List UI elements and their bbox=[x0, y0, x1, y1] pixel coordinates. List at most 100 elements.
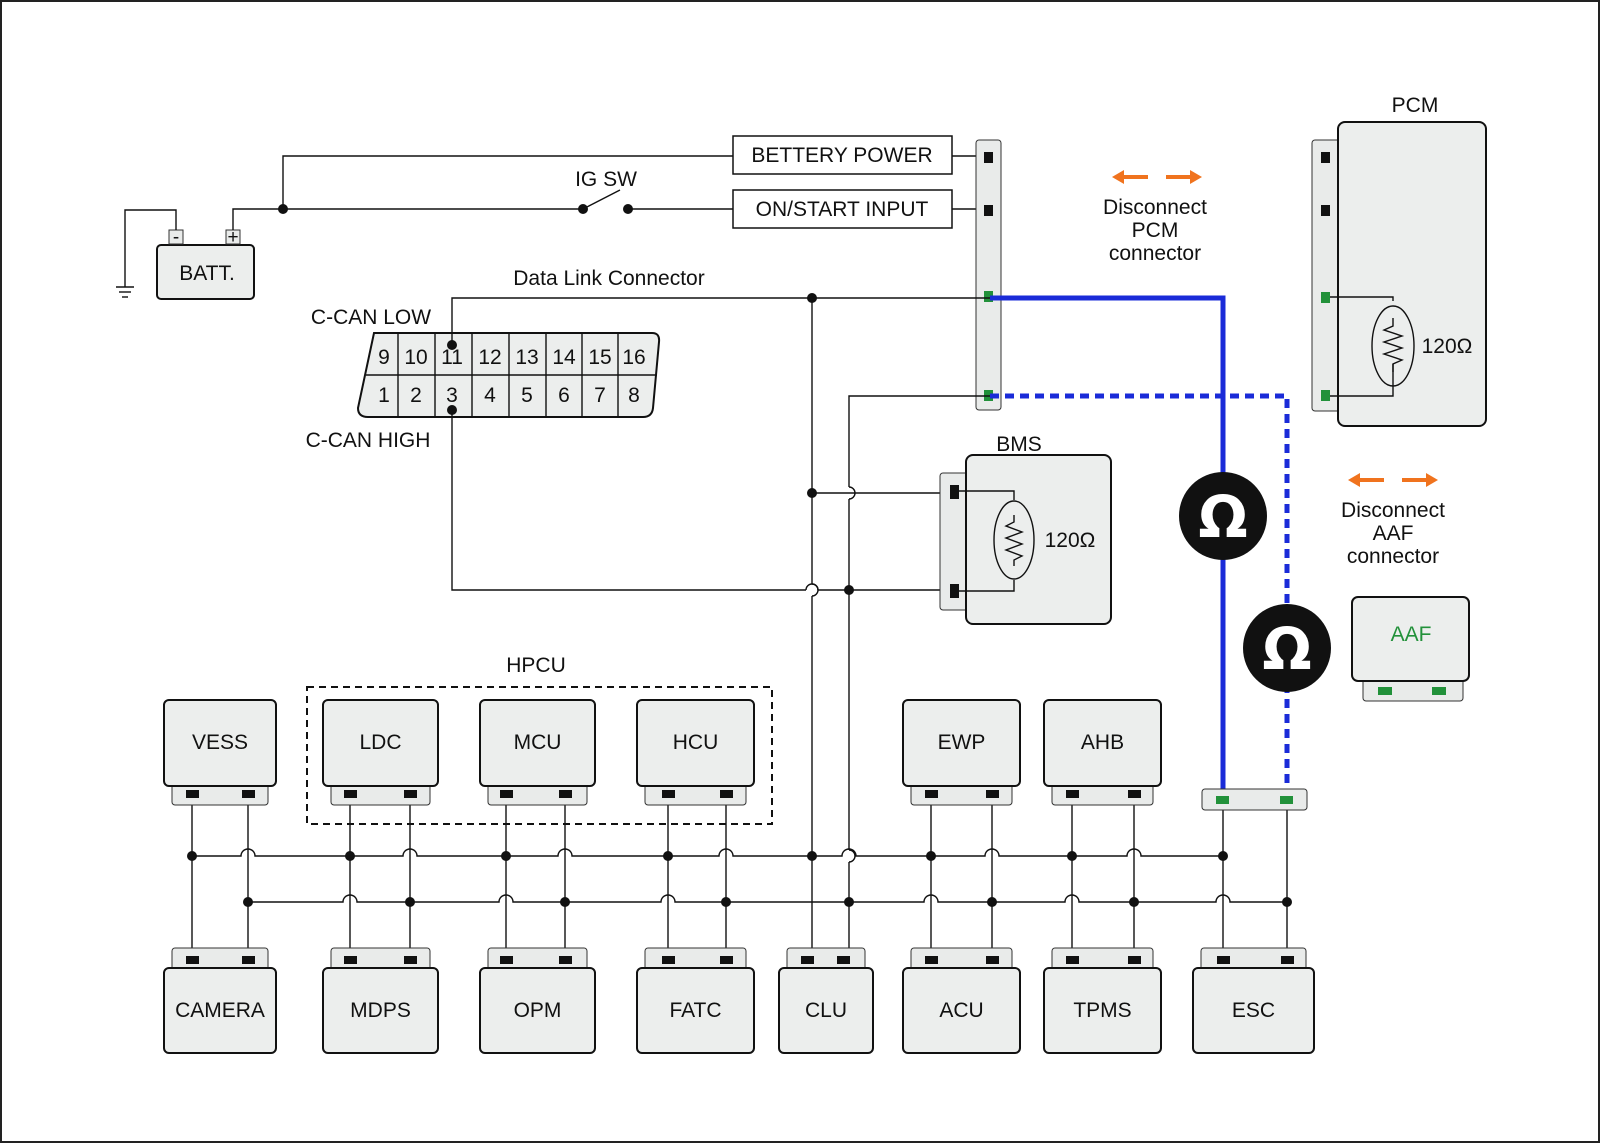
connector-pin bbox=[720, 956, 733, 964]
connector-pin bbox=[1321, 390, 1330, 401]
module-body bbox=[902, 699, 1021, 787]
module-label: ESC bbox=[1232, 999, 1275, 1022]
dlc-pin-5: 5 bbox=[521, 384, 533, 407]
ohmmeter-icon: Ω bbox=[1179, 472, 1267, 560]
module-mdps: MDPS bbox=[322, 947, 439, 1054]
connector-pin bbox=[500, 956, 513, 964]
dlc-pin-1: 1 bbox=[378, 384, 390, 407]
connector-pin bbox=[950, 584, 959, 598]
dlc-pin-13: 13 bbox=[515, 346, 538, 369]
connector-pin bbox=[404, 790, 417, 798]
dlc-pin-11: 11 bbox=[441, 346, 463, 369]
dlc-pin-8: 8 bbox=[628, 384, 640, 407]
pcm-resistor-value: 120Ω bbox=[1422, 335, 1473, 358]
connector-pin bbox=[242, 956, 255, 964]
c-can-low-label: C-CAN LOW bbox=[311, 306, 431, 329]
junction-dot bbox=[1282, 897, 1292, 907]
can-low-measurement-line bbox=[990, 393, 1290, 800]
connector-pin bbox=[1280, 796, 1293, 804]
ground-icon bbox=[116, 209, 177, 298]
junction-dot bbox=[844, 585, 854, 595]
power-section: BATT. - + IG SW BETTERY POWER ON/STA bbox=[116, 135, 985, 300]
module-mcu: MCU bbox=[479, 699, 596, 806]
module-label: VESS bbox=[192, 731, 248, 754]
connector-pin bbox=[984, 152, 993, 163]
c-can-high-label: C-CAN HIGH bbox=[306, 429, 431, 452]
dlc-pin-7: 7 bbox=[594, 384, 606, 407]
dlc-pin-3-dot bbox=[447, 405, 457, 415]
bms-resistor-value: 120Ω bbox=[1045, 529, 1096, 552]
connector-pin bbox=[801, 956, 814, 964]
dlc-pin-12: 12 bbox=[478, 346, 501, 369]
module-label: FATC bbox=[669, 999, 721, 1022]
hpcu-group-box bbox=[306, 686, 773, 825]
connector-pin bbox=[984, 205, 993, 216]
switch-icon bbox=[578, 189, 733, 214]
junction-dot bbox=[1129, 897, 1139, 907]
connector-pin bbox=[720, 790, 733, 798]
ig-sw-label: IG SW bbox=[575, 168, 637, 191]
dlc-pin-10: 10 bbox=[404, 346, 427, 369]
module-body bbox=[636, 699, 755, 787]
module-body bbox=[902, 967, 1021, 1054]
connector-pin bbox=[1432, 687, 1446, 695]
connector-pin bbox=[1216, 796, 1229, 804]
junction-dot bbox=[187, 851, 197, 861]
backbone-vertical-2 bbox=[848, 395, 990, 487]
connector-pin bbox=[986, 790, 999, 798]
junction-dot bbox=[560, 897, 570, 907]
can-bus-lines bbox=[187, 805, 1292, 948]
dlc-pin-3: 3 bbox=[446, 384, 458, 407]
connector-pin bbox=[344, 956, 357, 964]
disconnect-pcm-line1: Disconnect bbox=[1103, 196, 1207, 219]
module-label: CAMERA bbox=[175, 999, 265, 1022]
wire-crossover bbox=[811, 583, 819, 597]
disconnect-aaf-line3: connector bbox=[1347, 545, 1439, 568]
connector-pin bbox=[1378, 687, 1392, 695]
connector-pin bbox=[242, 790, 255, 798]
module-acu: ACU bbox=[902, 947, 1021, 1054]
connector-pin bbox=[559, 956, 572, 964]
junction-dot bbox=[663, 851, 673, 861]
double-arrow-icon bbox=[1348, 473, 1438, 487]
module-body bbox=[1043, 699, 1162, 787]
measurement-path bbox=[990, 295, 1290, 800]
connector-pin bbox=[662, 956, 675, 964]
module-esc: ESC bbox=[1192, 947, 1315, 1054]
pcm-connector bbox=[1311, 139, 1341, 412]
ohmmeter-icon: Ω bbox=[1243, 604, 1331, 692]
can-low-bus bbox=[248, 894, 1287, 903]
can-high-measurement-line bbox=[990, 295, 1226, 800]
module-connector bbox=[786, 947, 866, 971]
battery-label: BATT. bbox=[179, 262, 235, 285]
junction-dot bbox=[345, 851, 355, 861]
double-arrow-icon bbox=[1112, 170, 1202, 184]
connector-pin bbox=[1066, 956, 1079, 964]
module-label: MCU bbox=[514, 731, 562, 754]
bus-wiring bbox=[187, 293, 1292, 958]
pcm-body bbox=[1337, 121, 1487, 427]
disconnect-aaf-line1: Disconnect bbox=[1341, 499, 1445, 522]
battery-power-wire bbox=[282, 155, 733, 209]
connector-pin bbox=[186, 790, 199, 798]
connector-pin bbox=[1281, 956, 1294, 964]
junction-dot bbox=[926, 851, 936, 861]
aaf-body bbox=[1351, 596, 1470, 682]
connector-pin bbox=[837, 956, 850, 964]
connector-pin bbox=[1128, 790, 1141, 798]
junction-dot bbox=[721, 897, 731, 907]
hpcu-label: HPCU bbox=[506, 654, 566, 677]
module-label: CLU bbox=[805, 999, 847, 1022]
module-label: EWP bbox=[938, 731, 986, 754]
connector-pin bbox=[1321, 205, 1330, 216]
bms-label: BMS bbox=[996, 433, 1042, 456]
module-label: LDC bbox=[359, 731, 401, 754]
battery: BATT. - + bbox=[156, 227, 255, 300]
connector-pin bbox=[950, 485, 959, 499]
module-label: OPM bbox=[514, 999, 562, 1022]
aaf-label: AAF bbox=[1391, 623, 1432, 646]
bms-body bbox=[965, 454, 1112, 625]
on-start-input-label: ON/START INPUT bbox=[756, 198, 929, 221]
